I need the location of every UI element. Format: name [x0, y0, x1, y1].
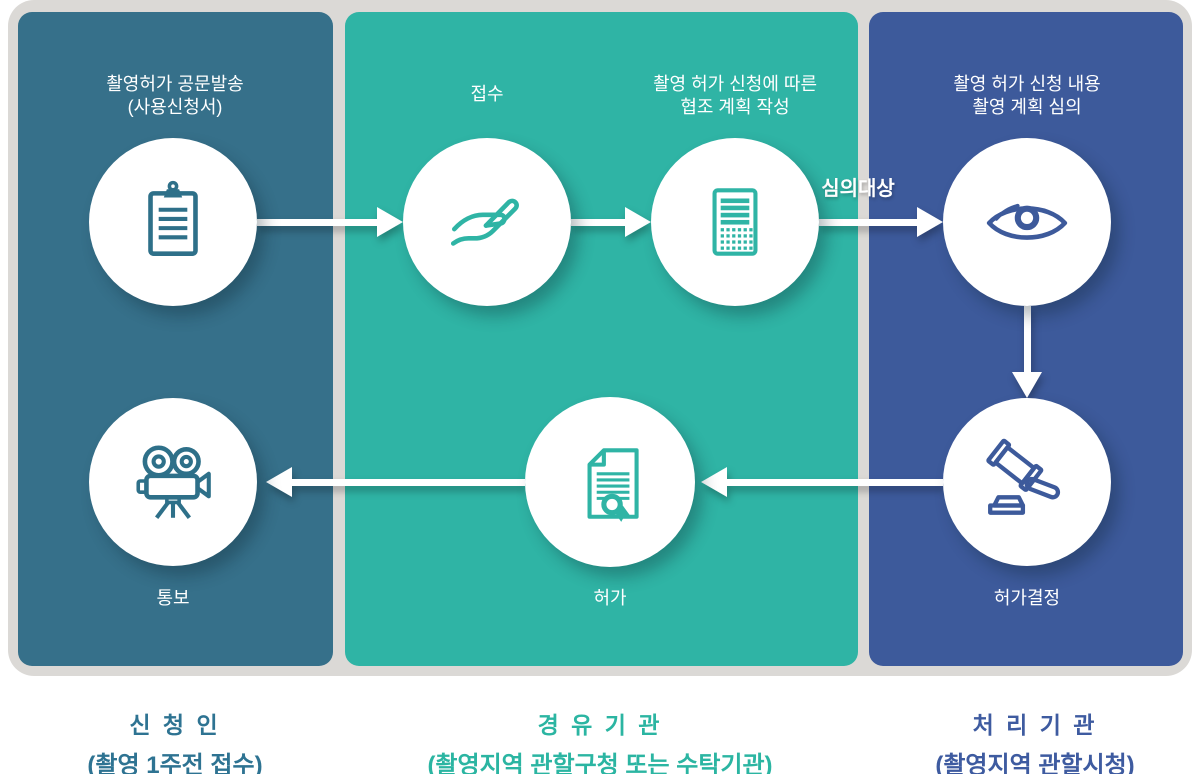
step-send-label-line1: 촬영허가 공문발송	[106, 74, 244, 94]
step-permit-label: 허가	[593, 588, 627, 608]
step-plan-label-line1: 촬영 허가 신청에 따른	[652, 74, 818, 94]
step-plan-circle	[651, 138, 819, 306]
step-decision-label: 허가결정	[993, 588, 1061, 608]
footer-via-subtitle: (촬영지역 관할구청 또는 수탁기관)	[427, 752, 773, 774]
step-plan-label: 촬영 허가 신청에 따른 협조 계획 작성	[605, 73, 865, 119]
step-plan-label-line2: 협조 계획 작성	[680, 97, 790, 117]
step-review-label-line2: 촬영 계획 심의	[972, 97, 1082, 117]
report-icon	[712, 188, 758, 256]
footer-applicant-title: 신 청 인	[129, 712, 221, 738]
arrow-receive-to-plan	[571, 207, 651, 237]
eye-icon	[986, 203, 1068, 240]
step-send-label: 촬영허가 공문발송 (사용신청서)	[45, 73, 305, 119]
arrow-permit-to-notify	[266, 467, 525, 497]
step-review-label-line1: 촬영 허가 신청 내용	[953, 74, 1101, 94]
footer-applicant: 신 청 인 (촬영 1주전 접수)	[20, 706, 330, 774]
step-receive-circle	[403, 138, 571, 306]
arrow-plan-to-review	[819, 207, 943, 237]
step-permit-circle	[525, 397, 695, 567]
footer-processor-title: 처 리 기 관	[972, 712, 1098, 738]
footer-applicant-subtitle: (촬영 1주전 접수)	[87, 752, 263, 774]
footer-processing-agency: 처 리 기 관 (촬영지역 관할시청)	[880, 706, 1190, 774]
certificate-icon	[587, 448, 639, 522]
step-notify-circle	[89, 398, 257, 566]
step-send-circle	[89, 138, 257, 306]
footer-via-title: 경 유 기 관	[537, 712, 663, 738]
footer-via-agency: 경 유 기 관 (촬영지역 관할구청 또는 수탁기관)	[370, 706, 830, 774]
arrow-decision-to-permit	[701, 467, 943, 497]
step-decision-circle	[943, 398, 1111, 566]
gavel-icon	[986, 438, 1061, 515]
step-receive-label-line1: 접수	[470, 84, 504, 104]
step-review-circle	[943, 138, 1111, 306]
clipboard-icon	[148, 180, 198, 256]
movie-camera-icon	[136, 445, 211, 520]
arrow-send-to-receive	[257, 207, 403, 237]
step-send-label-line2: (사용신청서)	[127, 97, 223, 117]
hand-icon	[450, 198, 519, 246]
footer-processor-subtitle: (촬영지역 관할시청)	[935, 752, 1135, 774]
step-review-label: 촬영 허가 신청 내용 촬영 계획 심의	[897, 73, 1157, 119]
step-notify-label: 통보	[156, 588, 190, 608]
arrow-review-to-decision	[1012, 306, 1042, 398]
step-receive-label: 접수	[427, 83, 547, 106]
arrow-review-target-label: 심의대상	[821, 178, 895, 200]
